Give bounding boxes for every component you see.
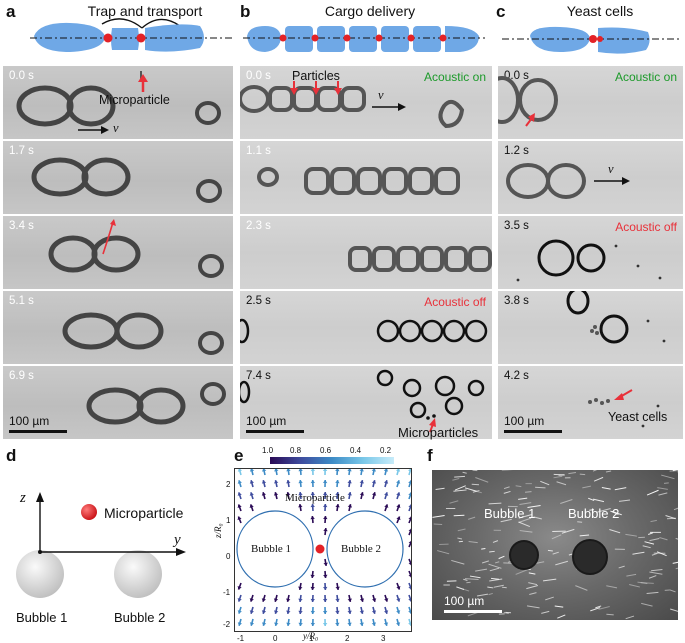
axis-z-label: z bbox=[20, 490, 26, 507]
quiver-microparticle-label: Microparticle bbox=[285, 492, 345, 504]
quiver-xlabel: y/R₀ bbox=[303, 631, 318, 641]
panel-a-title: Trap and transport bbox=[60, 3, 230, 19]
panel-c-frame-2: 1.2 s v bbox=[498, 141, 683, 214]
panel-label-c: c bbox=[496, 2, 505, 22]
quiver-plot: Microparticle Bubble 1 Bubble 2 bbox=[234, 468, 412, 632]
velocity-label: v bbox=[378, 88, 384, 103]
panel-b-schematic bbox=[245, 22, 485, 58]
photo-bubble-1-label: Bubble 1 bbox=[484, 506, 535, 521]
panel-c-frame-1: 0.0 s Acoustic on bbox=[498, 66, 683, 139]
panel-label-e: e bbox=[234, 446, 243, 466]
photo-bubble-2-label: Bubble 2 bbox=[568, 506, 619, 521]
panel-b-frame-4: 2.5 s Acoustic off bbox=[240, 291, 492, 364]
scalebar bbox=[9, 430, 67, 433]
colorbar-tick: 0.4 bbox=[350, 446, 361, 455]
y-tick: -2 bbox=[223, 620, 230, 629]
panel-b-frame-1: 0.0 s Acoustic on Particles v bbox=[240, 66, 492, 139]
quiver-ylabel: z/R₀ bbox=[213, 523, 223, 538]
colorbar-tick: 0.2 bbox=[380, 446, 391, 455]
scalebar bbox=[246, 430, 304, 433]
colorbar bbox=[270, 457, 394, 464]
panel-b-title: Cargo delivery bbox=[290, 3, 450, 19]
velocity-label: v bbox=[608, 162, 614, 177]
y-tick: -1 bbox=[223, 588, 230, 597]
panel-a-frame-3: 3.4 s bbox=[3, 216, 233, 289]
colorbar-tick: 0.8 bbox=[290, 446, 301, 455]
microparticle-label: Microparticle bbox=[104, 505, 183, 521]
annotation-particles: Particles bbox=[292, 69, 340, 83]
panel-c-title: Yeast cells bbox=[540, 3, 660, 19]
panel-c-frame-3: 3.5 s Acoustic off bbox=[498, 216, 683, 289]
bubble-2-label: Bubble 2 bbox=[114, 610, 165, 625]
y-tick: 2 bbox=[226, 480, 230, 489]
panel-a-frame-5: 6.9 s 100 µm bbox=[3, 366, 233, 439]
scalebar bbox=[504, 430, 562, 433]
panel-b-frame-2: 1.1 s bbox=[240, 141, 492, 214]
bubble-1-label: Bubble 1 bbox=[16, 610, 67, 625]
scalebar-label: 100 µm bbox=[444, 594, 484, 608]
quiver-yticks: 2 1 0 -1 -2 bbox=[226, 480, 234, 630]
panel-c-schematic bbox=[498, 22, 684, 58]
scalebar-label: 100 µm bbox=[246, 414, 286, 428]
quiver-bubble-1-label: Bubble 1 bbox=[251, 543, 291, 555]
panel-f-image: Bubble 1 Bubble 2 100 µm bbox=[432, 470, 678, 620]
quiver-bubble-2-label: Bubble 2 bbox=[341, 543, 381, 555]
panel-c-frame-5: 4.2 s Yeast cells 100 µm bbox=[498, 366, 683, 439]
axis-y-label: y bbox=[174, 532, 181, 549]
velocity-label: v bbox=[113, 121, 119, 136]
colorbar-tick: 0.6 bbox=[320, 446, 331, 455]
annotation-microparticles: Microparticles bbox=[398, 425, 478, 440]
scalebar-label: 100 µm bbox=[9, 414, 49, 428]
panel-label-b: b bbox=[240, 2, 250, 22]
panel-a-frame-1: 0.0 s Microparticle v bbox=[3, 66, 233, 139]
annotation-yeast-cells: Yeast cells bbox=[608, 410, 667, 424]
panel-a-frame-2: 1.7 s bbox=[3, 141, 233, 214]
panel-label-a: a bbox=[6, 2, 15, 22]
colorbar-tick: 1.0 bbox=[262, 446, 273, 455]
panel-b-frame-3: 2.3 s bbox=[240, 216, 492, 289]
scalebar bbox=[444, 610, 502, 613]
panel-a-frame-4: 5.1 s bbox=[3, 291, 233, 364]
scalebar-label: 100 µm bbox=[504, 414, 544, 428]
y-tick: 1 bbox=[226, 516, 230, 525]
panel-c-frame-4: 3.8 s bbox=[498, 291, 683, 364]
panel-a-schematic bbox=[30, 18, 240, 58]
panel-label-f: f bbox=[427, 446, 433, 466]
annotation-microparticle: Microparticle bbox=[99, 93, 170, 107]
y-tick: 0 bbox=[226, 552, 230, 561]
